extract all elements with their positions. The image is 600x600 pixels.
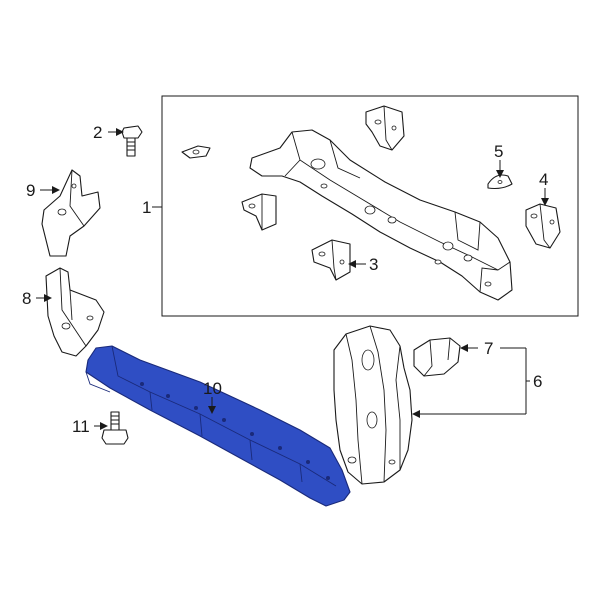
part-2-bolt [121,125,143,157]
small-bracket [241,193,277,231]
part-10-body [85,345,351,507]
callout-6: 6 [533,372,542,391]
callout-8: 8 [22,289,31,308]
part-10-lower-support-highlighted [85,345,351,507]
callout-7: 7 [484,339,493,358]
part-8-bracket [45,267,105,357]
callout-9: 9 [26,181,35,200]
callout-11: 11 [72,417,90,436]
callout-10: 10 [203,379,222,398]
part-9-bracket [41,169,101,257]
callout-4: 4 [539,170,548,189]
upper-right-bracket [365,105,405,151]
leader-lines [36,128,549,430]
part-7-bracket [413,337,461,377]
assembly-box-1 [161,95,579,317]
callout-5: 5 [494,142,503,161]
callout-1: 1 [142,198,151,217]
callout-labels: 1 2 3 4 5 6 7 8 9 10 11 [22,123,548,436]
part-11-bolt [101,411,129,445]
mounting-tab [181,145,211,159]
part-3-bracket [311,239,351,281]
callout-2: 2 [93,123,102,142]
part-4-bracket [525,203,561,249]
callout-3: 3 [369,255,378,274]
part-5-plate [487,174,513,190]
radiator-support-crossmember [249,129,513,301]
part-6-side-panel [333,325,413,485]
